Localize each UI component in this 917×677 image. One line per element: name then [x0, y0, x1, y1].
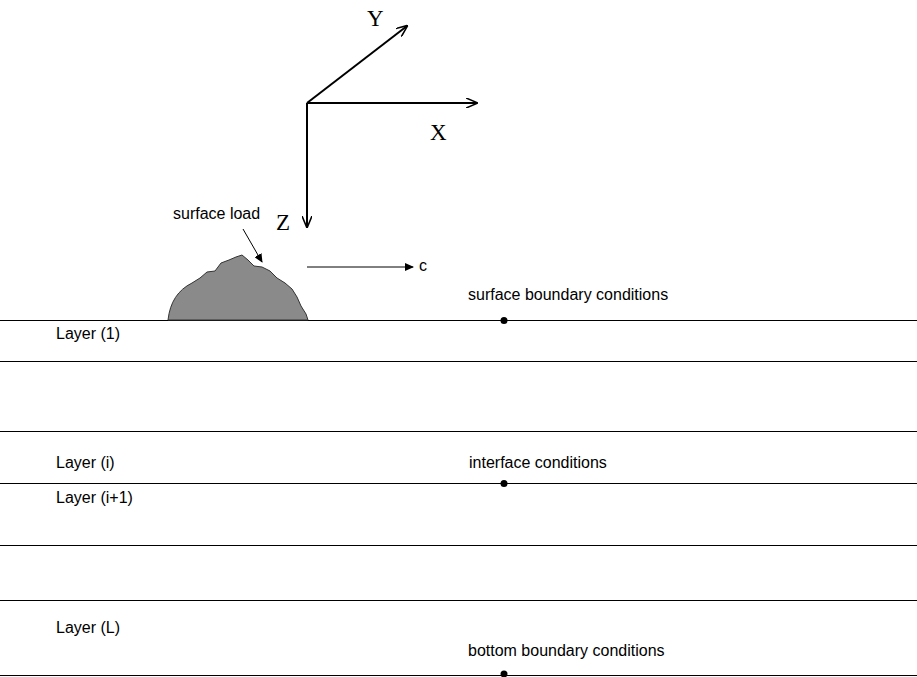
boundary-label: bottom boundary conditions: [468, 642, 665, 660]
axis-label: X: [430, 120, 447, 146]
boundary-label: surface boundary conditions: [468, 286, 668, 304]
surface-load-shape: [168, 255, 308, 320]
layer-label: Layer (1): [56, 325, 120, 343]
velocity-label: c: [419, 257, 427, 275]
axis-label: Z: [276, 210, 290, 236]
surface-load-leader: [243, 229, 262, 262]
x-axis: [307, 102, 477, 104]
load-label: surface load: [173, 205, 260, 223]
z-axis: [306, 103, 308, 227]
layer-label: Layer (i): [56, 454, 115, 472]
layer-interfaces: [0, 321, 917, 676]
boundary-label: interface conditions: [469, 454, 607, 472]
coordinate-axes: [307, 26, 477, 227]
layer-label: Layer (L): [56, 619, 120, 637]
layer-label: Layer (i+1): [56, 489, 133, 507]
condition-points: [501, 317, 508, 677]
velocity-arrow: [307, 267, 413, 268]
y-axis: [307, 26, 407, 103]
axis-label: Y: [367, 6, 384, 32]
